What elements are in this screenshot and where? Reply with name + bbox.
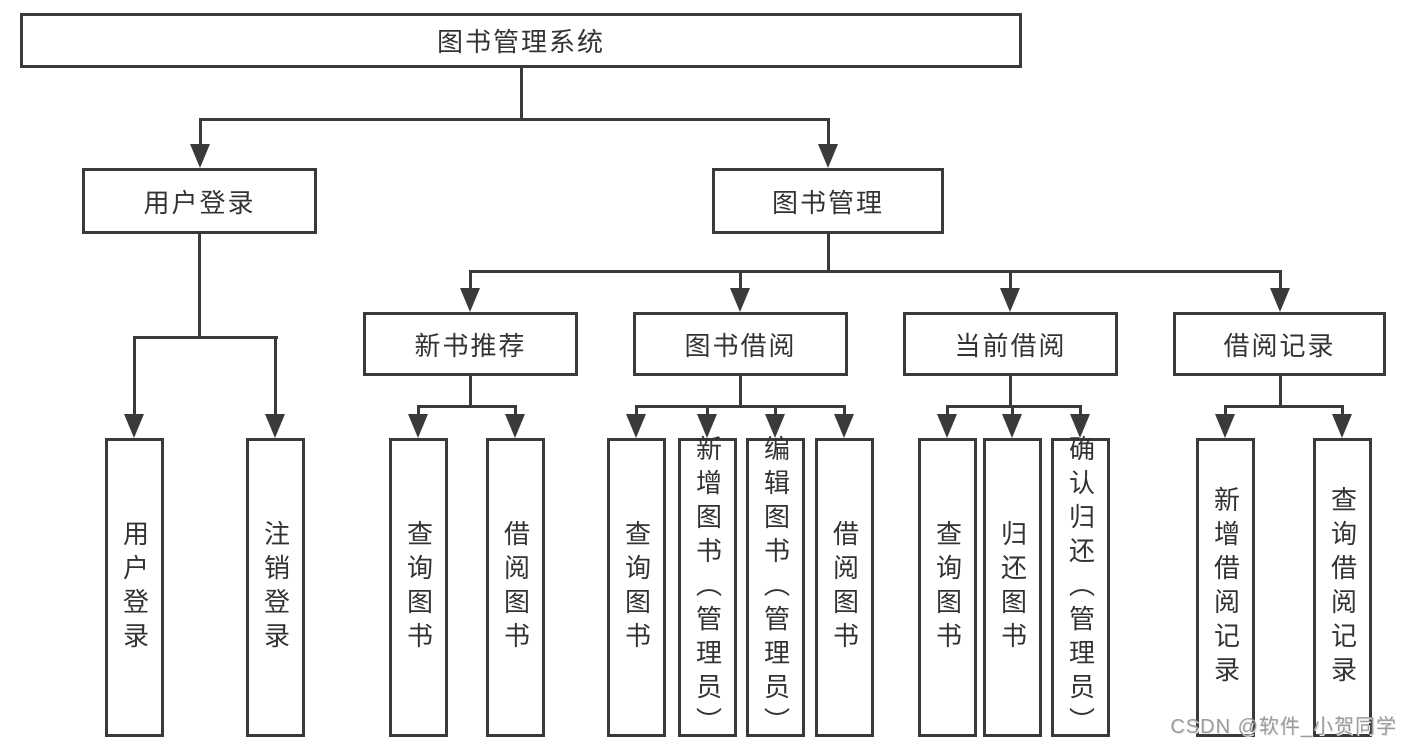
node-book-management-box: 图书管理 xyxy=(712,168,944,234)
connector-drop-leaf xyxy=(514,405,517,417)
leaf-user-login-box: 用户登录 xyxy=(105,438,164,737)
leaf-query-borrow-record-label: 查询借阅记录 xyxy=(1327,485,1358,690)
connector-drop-book-management xyxy=(827,118,830,146)
node-current-borrow-box: 当前借阅 xyxy=(903,312,1118,376)
leaf-query-books-2-label: 查询图书 xyxy=(621,519,652,656)
node-user-login-box: 用户登录 xyxy=(82,168,317,234)
connector-drop-leaf xyxy=(946,405,949,417)
leaf-add-borrow-record-box: 新增借阅记录 xyxy=(1196,438,1255,737)
csdn-watermark: CSDN @软件_小贺同学 xyxy=(1170,716,1397,738)
connector-drop-leaf xyxy=(1341,405,1344,417)
connector-user-login-bus xyxy=(133,336,278,339)
arrow-down-icon xyxy=(697,414,717,438)
connector-drop-leaf xyxy=(417,405,420,417)
root-node-label: 图书管理系统 xyxy=(436,27,605,57)
arrow-down-icon xyxy=(190,144,210,168)
connector-drop-leaf xyxy=(843,405,846,417)
leaf-logout-box: 注销登录 xyxy=(246,438,305,737)
arrow-down-icon xyxy=(730,288,750,312)
node-current-borrow-label: 当前借阅 xyxy=(954,330,1067,361)
connector-book-management-trunk xyxy=(827,234,830,272)
arrow-down-icon xyxy=(505,414,525,438)
leaf-return-books-label: 归还图书 xyxy=(997,519,1028,656)
connector-drop-leaf xyxy=(774,405,777,417)
connector-drop-new-book-recommend xyxy=(469,270,472,290)
leaf-query-borrow-record-box: 查询借阅记录 xyxy=(1313,438,1372,737)
node-borrow-records-box: 借阅记录 xyxy=(1173,312,1386,376)
leaf-borrow-books-1-label: 借阅图书 xyxy=(500,519,531,656)
arrow-down-icon xyxy=(626,414,646,438)
connector-drop-leaf xyxy=(1224,405,1227,417)
connector-drop-leaf-user-login xyxy=(133,336,136,416)
node-user-login-label: 用户登录 xyxy=(143,187,256,218)
arrow-down-icon xyxy=(1070,414,1090,438)
connector-book-borrow-trunk xyxy=(739,376,742,407)
arrow-down-icon xyxy=(1270,288,1290,312)
node-new-book-recommend-box: 新书推荐 xyxy=(363,312,578,376)
leaf-user-login-label: 用户登录 xyxy=(119,519,150,656)
connector-drop-leaf xyxy=(706,405,709,417)
arrow-down-icon xyxy=(937,414,957,438)
leaf-query-books-1-box: 查询图书 xyxy=(389,438,448,737)
node-new-book-recommend-label: 新书推荐 xyxy=(414,330,527,361)
arrow-down-icon xyxy=(765,414,785,438)
leaf-add-books-admin-label: 新增图书（管理员） xyxy=(692,434,723,741)
leaf-query-books-2-box: 查询图书 xyxy=(607,438,666,737)
arrow-down-icon xyxy=(1002,414,1022,438)
connector-drop-book-borrow xyxy=(739,270,742,290)
arrow-down-icon xyxy=(1332,414,1352,438)
node-borrow-records-label: 借阅记录 xyxy=(1223,330,1336,361)
leaf-query-books-3-box: 查询图书 xyxy=(918,438,977,737)
arrow-down-icon xyxy=(124,414,144,438)
connector-drop-leaf-logout xyxy=(274,336,277,416)
leaf-logout-label: 注销登录 xyxy=(260,519,291,656)
leaf-confirm-return-admin-label: 确认归还（管理员） xyxy=(1065,434,1096,741)
connector-drop-leaf xyxy=(635,405,638,417)
leaf-query-books-1-label: 查询图书 xyxy=(403,519,434,656)
leaf-edit-books-admin-label: 编辑图书（管理员） xyxy=(760,434,791,741)
arrow-down-icon xyxy=(1000,288,1020,312)
node-book-management-label: 图书管理 xyxy=(771,187,884,218)
connector-level3-bus xyxy=(469,270,1282,273)
connector-drop-leaf xyxy=(1011,405,1014,417)
arrow-down-icon xyxy=(1215,414,1235,438)
connector-drop-borrow-records xyxy=(1279,270,1282,290)
arrow-down-icon xyxy=(408,414,428,438)
arrow-down-icon xyxy=(834,414,854,438)
connector-borrow-records-trunk xyxy=(1279,376,1282,407)
node-book-borrow-label: 图书借阅 xyxy=(684,330,797,361)
connector-current-borrow-trunk xyxy=(1009,376,1012,407)
leaf-edit-books-admin-box: 编辑图书（管理员） xyxy=(746,435,805,741)
connector-user-login-trunk xyxy=(198,234,201,338)
connector-root-trunk xyxy=(520,68,523,120)
connector-drop-current-borrow xyxy=(1009,270,1012,290)
connector-new-book-recommend-bus xyxy=(417,405,517,408)
leaf-borrow-books-2-box: 借阅图书 xyxy=(815,438,874,737)
leaf-return-books-box: 归还图书 xyxy=(983,438,1042,737)
node-book-borrow-box: 图书借阅 xyxy=(633,312,848,376)
connector-level2-bus xyxy=(199,118,830,121)
arrow-down-icon xyxy=(818,144,838,168)
root-node-box: 图书管理系统 xyxy=(20,13,1022,68)
leaf-confirm-return-admin-box: 确认归还（管理员） xyxy=(1051,435,1110,741)
connector-drop-leaf xyxy=(1079,405,1082,417)
leaf-borrow-books-1-box: 借阅图书 xyxy=(486,438,545,737)
arrow-down-icon xyxy=(265,414,285,438)
connector-drop-user-login xyxy=(199,118,202,146)
arrow-down-icon xyxy=(460,288,480,312)
leaf-add-borrow-record-label: 新增借阅记录 xyxy=(1210,485,1241,690)
connector-new-book-recommend-trunk xyxy=(469,376,472,407)
leaf-add-books-admin-box: 新增图书（管理员） xyxy=(678,435,737,741)
connector-book-borrow-bus xyxy=(635,405,846,408)
connector-current-borrow-bus xyxy=(946,405,1082,408)
leaf-query-books-3-label: 查询图书 xyxy=(932,519,963,656)
leaf-borrow-books-2-label: 借阅图书 xyxy=(829,519,860,656)
connector-borrow-records-bus xyxy=(1224,405,1344,408)
